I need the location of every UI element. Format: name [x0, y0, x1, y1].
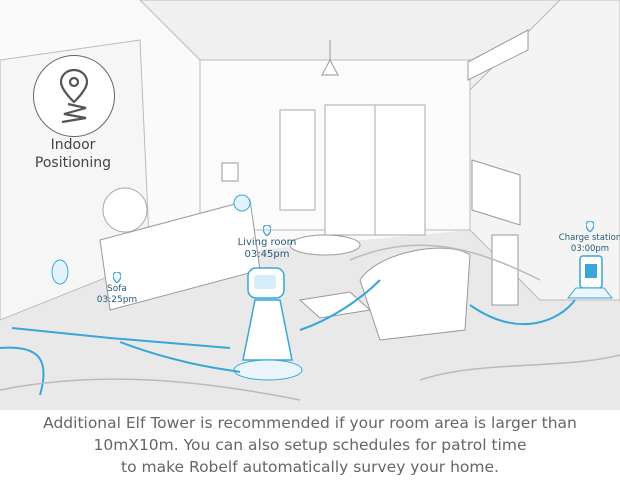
location-pin-icon [586, 221, 594, 232]
feature-title: Indoor Positioning [34, 137, 112, 171]
location-pin-icon [263, 225, 271, 236]
caption: Additional Elf Tower is recommended if y… [43, 414, 577, 476]
indoor-positioning-badge [33, 55, 115, 137]
marker-charge-station: Charge station 03:00pm [556, 221, 620, 255]
marker-sofa: Sofa 03:25pm [92, 272, 142, 306]
marker-living-room: Living room 03:45pm [232, 225, 302, 261]
robot [233, 267, 303, 381]
living-room-illustration [0, 0, 620, 410]
location-pin-icon [113, 272, 121, 283]
location-pin-path-icon [59, 68, 89, 124]
